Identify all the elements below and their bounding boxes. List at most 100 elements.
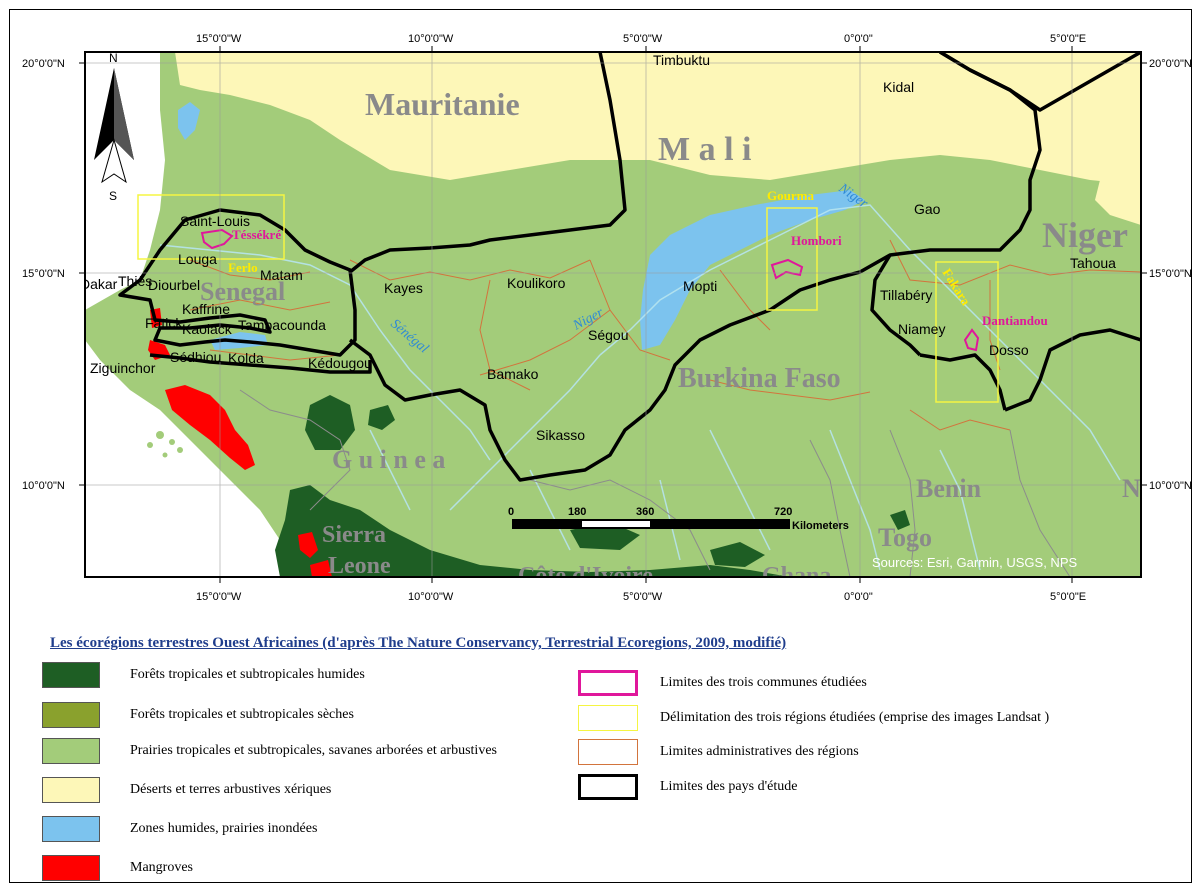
wetland-senegal-coast (178, 102, 200, 140)
city-sedhiou: Sédhiou (170, 349, 221, 365)
country-label-leone: Leone (328, 553, 391, 579)
legend-item-wetland: Zones humides, prairies inondées (42, 816, 317, 842)
city-diourbel: Diourbel (148, 277, 200, 293)
study-region-gourma (766, 207, 818, 311)
city-saint-louis: Saint-Louis (180, 213, 250, 229)
country-label-burkina: Burkina Faso (678, 363, 841, 394)
admin-limits (189, 239, 1141, 431)
legend-label: Limites des pays d'étude (660, 779, 798, 794)
legend-item-regions: Délimitation des trois régions étudiées … (578, 705, 1049, 731)
legend-item-mangrove: Mangroves (42, 855, 193, 881)
scale-label-0: 0 (508, 506, 514, 518)
north-arrow-n: N (109, 51, 118, 65)
study-communes (200, 228, 980, 352)
scale-bar: 0 180 360 720 Kilometers (508, 506, 849, 532)
commune-hombori (770, 258, 804, 280)
scale-unit: Kilometers (792, 520, 849, 532)
country-label-sierra: Sierra (322, 522, 386, 548)
legend-item-desert: Déserts et terres arbustives xériques (42, 777, 331, 803)
legend-item-admin: Limites administratives des régions (578, 739, 859, 765)
city-gao: Gao (914, 201, 941, 217)
legend-label: Limites administratives des régions (660, 744, 859, 759)
moist-forest-sierra (275, 485, 790, 577)
country-label-ghana: Ghana (762, 563, 831, 589)
city-matam: Matam (260, 267, 303, 283)
city-fatick: Fatick (145, 315, 183, 331)
city-tillabery: Tillabéry (880, 287, 932, 303)
legend-label: Prairies tropicales et subtropicales, sa… (130, 743, 497, 758)
legend-swatch (42, 662, 100, 688)
legend-swatch (42, 816, 100, 842)
map-area: Mauritanie M a l i Niger Senegal Burkina… (80, 51, 1141, 589)
city-mopti: Mopti (683, 278, 717, 294)
city-kaffrine: Kaffrine (182, 301, 230, 317)
ecoregion-map: Mauritanie M a l i Niger Senegal Burkina… (22, 33, 1191, 603)
city-bamako: Bamako (487, 366, 539, 382)
city-kayes: Kayes (384, 280, 423, 296)
grat-top-10w: 10°0'0"W (408, 33, 454, 45)
legend-label: Limites des trois communes étudiées (660, 675, 867, 690)
grat-bottom-0: 0°0'0" (844, 591, 873, 603)
bijagos-islands (147, 431, 183, 458)
grat-left-15n: 15°0'0"N (22, 268, 65, 280)
legend-label: Zones humides, prairies inondées (130, 821, 318, 836)
grat-left-10n: 10°0'0"N (22, 480, 65, 492)
city-dosso: Dosso (989, 342, 1029, 358)
other-borders (239, 389, 1071, 577)
moist-forest-patch-2 (368, 405, 395, 430)
city-kaolack: Kaolack (182, 321, 233, 337)
country-label-togo: Togo (878, 523, 932, 552)
study-regions (137, 194, 999, 403)
country-label-cote: Côte d'Ivoire (518, 563, 653, 589)
legend-label: Déserts et terres arbustives xériques (130, 782, 332, 797)
country-label-mali: M a l i (658, 131, 751, 168)
study-label-dantiandou: Dantiandou (982, 313, 1048, 328)
legend-item-countries: Limites des pays d'étude (578, 774, 797, 800)
scale-label-720: 720 (774, 506, 792, 518)
grat-bottom-5e: 5°0'0"E (1050, 591, 1086, 603)
legend-title: Les écorégions terrestres Ouest Africain… (50, 635, 787, 651)
study-label-gourma: Gourma (767, 188, 814, 203)
country-label-n-edge: N (1122, 474, 1141, 503)
legend-item-dry-forest: Forêts tropicales et subtropicales sèche… (42, 702, 354, 728)
study-label-hombori: Hombori (791, 233, 842, 248)
map-figure: Mauritanie M a l i Niger Senegal Burkina… (9, 9, 1192, 883)
city-tambacounda: Tambacounda (238, 317, 326, 333)
grat-right-10n: 10°0'0"N (1149, 480, 1191, 492)
study-region-fakara (935, 261, 999, 403)
grat-bottom-15w: 15°0'0"W (196, 591, 242, 603)
legend-label: Mangroves (130, 860, 193, 875)
legend-label: Délimitation des trois régions étudiées … (660, 710, 1050, 725)
country-label-niger: Niger (1042, 215, 1128, 255)
study-label-tessekre: Téssékré (232, 227, 281, 242)
city-kidal: Kidal (883, 79, 914, 95)
sources-credit: Sources: Esri, Garmin, USGS, NPS (872, 555, 1077, 570)
moist-forest-patch-5 (890, 510, 910, 530)
wetland-niger-delta (640, 190, 865, 350)
country-label-benin: Benin (916, 474, 982, 503)
city-sikasso: Sikasso (536, 427, 585, 443)
city-segou: Ségou (588, 327, 628, 343)
city-kedougou: Kédougou (308, 355, 372, 371)
grat-bottom-10w: 10°0'0"W (408, 591, 454, 603)
grat-right-15n: 15°0'0"N (1149, 268, 1191, 280)
mangrove-leone (310, 560, 332, 577)
city-dakar: Dakar (80, 276, 118, 292)
north-arrow: N S (94, 51, 134, 203)
study-country-limits (118, 52, 1141, 482)
moist-forest-patch-4 (710, 542, 765, 567)
grat-top-5e: 5°0'0"E (1050, 33, 1086, 45)
city-thies: Thiès (118, 273, 152, 289)
legend-swatch (578, 774, 638, 800)
graticule-lines (85, 52, 1141, 577)
city-tahoua: Tahoua (1070, 255, 1116, 271)
city-timbuktu: Timbuktu (653, 52, 710, 68)
legend-swatch (578, 739, 638, 765)
city-niamey: Niamey (898, 321, 945, 337)
legend-swatch (578, 705, 638, 731)
legend-item-communes: Limites des trois communes étudiées (578, 670, 867, 696)
legend-swatch (42, 702, 100, 728)
grat-left-20n: 20°0'0"N (22, 58, 65, 70)
moist-forest-patch-1 (305, 395, 355, 450)
grat-top-0: 0°0'0" (844, 33, 873, 45)
